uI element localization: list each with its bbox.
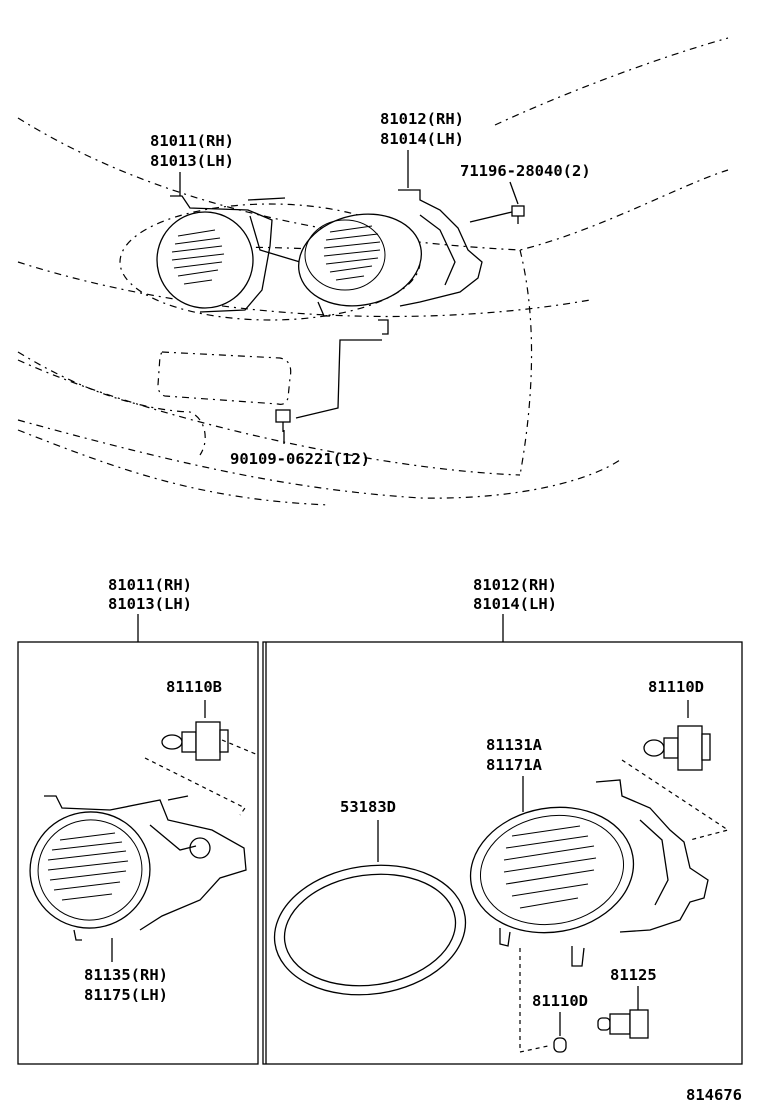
small-bulb-icon xyxy=(553,1037,567,1053)
label-81011-rh: 81011(RH) xyxy=(150,132,234,150)
right-header-lh: 81014(LH) xyxy=(473,595,557,613)
label-screw-90109: 90109-06221(12) xyxy=(230,450,370,468)
bulb-icon xyxy=(161,721,229,761)
left-header-rh: 81011(RH) xyxy=(108,576,192,594)
left-header-lh: 81013(LH) xyxy=(108,595,192,613)
label-53183d: 53183D xyxy=(340,798,396,816)
screw-icon xyxy=(275,205,525,432)
top-leaders xyxy=(179,150,519,444)
label-81171a: 81171A xyxy=(486,756,543,774)
label-81110d-main: 81110D xyxy=(648,678,704,696)
left-parts-box xyxy=(17,641,259,1065)
label-81175-lh: 81175(LH) xyxy=(84,986,168,1004)
bulb-icon xyxy=(643,725,711,771)
right-parts-box xyxy=(262,641,743,1065)
label-81110b: 81110B xyxy=(166,678,222,696)
label-81131a: 81131A xyxy=(486,736,543,754)
vehicle-outline xyxy=(17,37,729,506)
right-header-rh: 81012(RH) xyxy=(473,576,557,594)
gasket-ring xyxy=(273,864,467,996)
diagram-id: 814676 xyxy=(686,1086,742,1104)
right-lamp-body xyxy=(469,779,709,967)
label-81135-rh: 81135(RH) xyxy=(84,966,168,984)
label-screw-71196: 71196-28040(2) xyxy=(460,162,591,180)
label-81110d-small: 81110D xyxy=(532,992,588,1010)
left-lamp-body xyxy=(29,795,247,941)
top-headlamp-assembly xyxy=(119,189,483,335)
label-81125: 81125 xyxy=(610,966,657,984)
label-81012-rh: 81012(RH) xyxy=(380,110,464,128)
socket-icon xyxy=(597,1009,649,1039)
label-81013-lh: 81013(LH) xyxy=(150,152,234,170)
label-81014-lh: 81014(LH) xyxy=(380,130,464,148)
